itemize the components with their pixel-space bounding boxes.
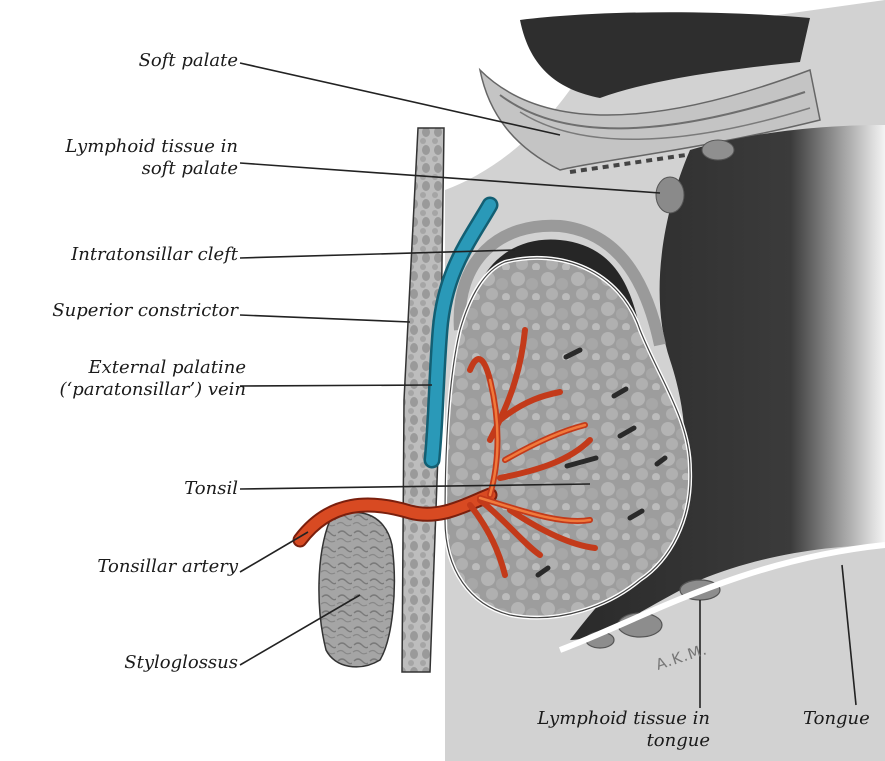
label-tonsil: Tonsil xyxy=(80,478,238,500)
label-superior-constrictor: Superior constrictor xyxy=(0,300,238,322)
label-styloglossus: Styloglossus xyxy=(30,652,238,674)
label-tongue: Tongue xyxy=(803,708,870,730)
lymphoid-soft-palate-nodule xyxy=(656,177,684,213)
label-lymphoid-tongue: Lymphoid tissue in tongue xyxy=(470,708,710,752)
label-external-palatine-vein-line1: External palatine xyxy=(8,357,246,379)
label-external-palatine-vein-line2: (‘paratonsillar’) vein xyxy=(8,379,246,401)
label-lymphoid-soft-palate-line1: Lymphoid tissue in xyxy=(8,136,238,158)
label-external-palatine-vein: External palatine (‘paratonsillar’) vein xyxy=(8,357,246,401)
label-soft-palate: Soft palate xyxy=(60,50,238,72)
label-lymphoid-tongue-line1: Lymphoid tissue in xyxy=(470,708,710,730)
label-lymphoid-soft-palate-line2: soft palate xyxy=(8,158,238,180)
label-intratonsillar-cleft: Intratonsillar cleft xyxy=(8,244,238,266)
label-lymphoid-soft-palate: Lymphoid tissue in soft palate xyxy=(8,136,238,180)
label-lymphoid-tongue-line2: tongue xyxy=(470,730,710,752)
label-tonsillar-artery: Tonsillar artery xyxy=(8,556,238,578)
styloglossus-muscle xyxy=(319,512,394,666)
